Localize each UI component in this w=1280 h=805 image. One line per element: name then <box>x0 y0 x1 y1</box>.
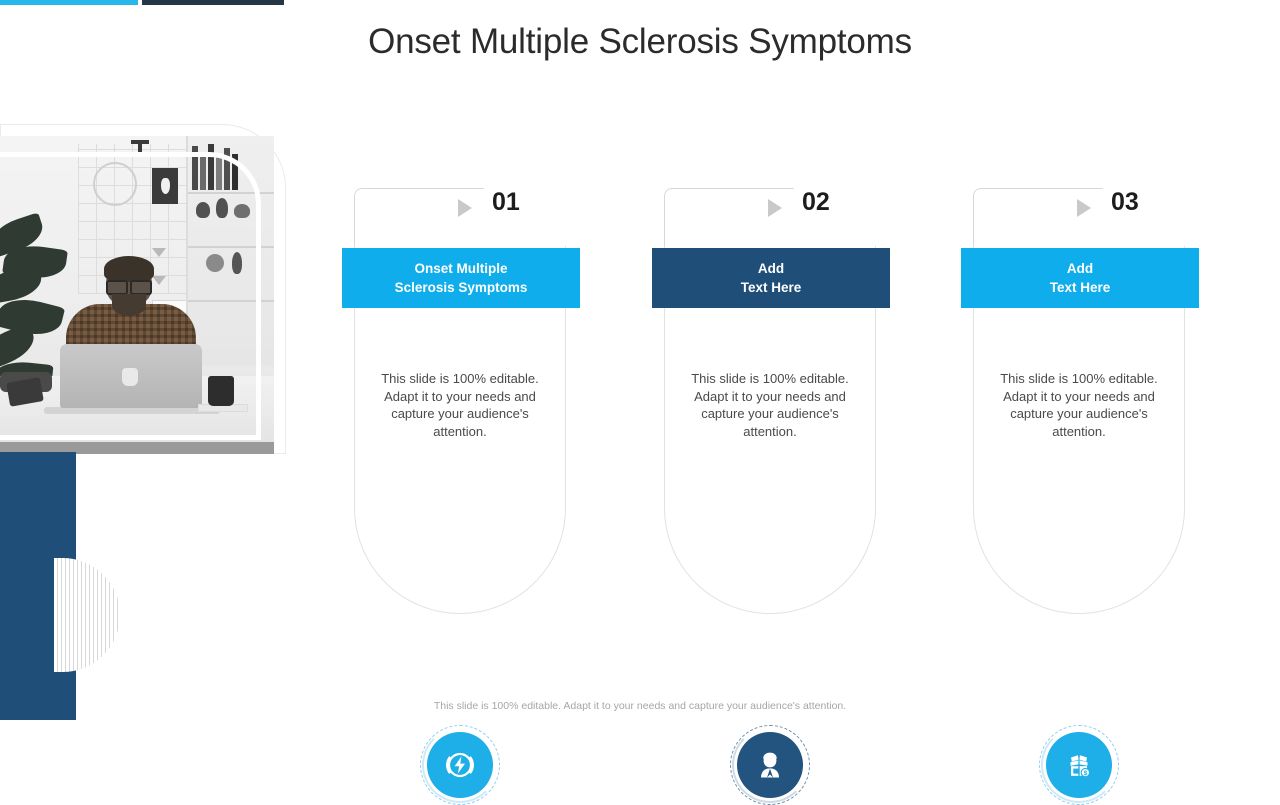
step-card-1[interactable]: 01 Onset Multiple Sclerosis Symptoms Thi… <box>342 188 580 805</box>
user-person-icon <box>737 732 803 798</box>
open-box-dollar-icon: $ <box>1046 732 1112 798</box>
step-number-3: 03 <box>1111 188 1139 216</box>
arrow-right-icon <box>768 199 782 217</box>
card-header-1[interactable]: Onset Multiple Sclerosis Symptoms <box>342 248 580 308</box>
card-icon-badge-3[interactable]: $ <box>1039 725 1119 805</box>
lightning-bolt-icon <box>427 732 493 798</box>
connector-line-2 <box>664 188 794 250</box>
card-body-text-2: This slide is 100% editable. Adapt it to… <box>691 371 849 439</box>
arrow-right-icon <box>458 199 472 217</box>
step-card-2[interactable]: 02 Add Text Here This slide is 100% edit… <box>652 188 890 805</box>
card-header-line2: Text Here <box>740 280 802 295</box>
card-header-line2: Sclerosis Symptoms <box>394 280 528 295</box>
arrow-right-icon <box>1077 199 1091 217</box>
card-header-line1: Add <box>757 261 785 276</box>
striped-semicircle-decoration <box>54 558 120 672</box>
step-number-1: 01 <box>492 188 520 216</box>
top-accent-bar-navy <box>142 0 284 5</box>
photo-panel <box>0 124 286 454</box>
connector-line-3 <box>973 188 1103 250</box>
card-header-line2: Text Here <box>1049 280 1111 295</box>
card-body-text-3: This slide is 100% editable. Adapt it to… <box>1000 371 1158 439</box>
svg-text:$: $ <box>1084 770 1088 777</box>
step-number-2: 02 <box>802 188 830 216</box>
card-icon-badge-2[interactable] <box>730 725 810 805</box>
office-photo <box>0 136 274 454</box>
page-title: Onset Multiple Sclerosis Symptoms <box>368 22 912 61</box>
card-header-line1: Add <box>1066 261 1094 276</box>
card-body-text-1: This slide is 100% editable. Adapt it to… <box>381 371 539 439</box>
connector-line-1 <box>354 188 484 250</box>
card-header-line1: Onset Multiple <box>414 261 508 276</box>
footer-note: This slide is 100% editable. Adapt it to… <box>433 700 847 712</box>
card-header-2[interactable]: Add Text Here <box>652 248 890 308</box>
top-accent-bar-cyan <box>0 0 138 5</box>
card-icon-badge-1[interactable] <box>420 725 500 805</box>
step-card-3[interactable]: 03 Add Text Here This slide is 100% edit… <box>961 188 1199 805</box>
card-header-3[interactable]: Add Text Here <box>961 248 1199 308</box>
